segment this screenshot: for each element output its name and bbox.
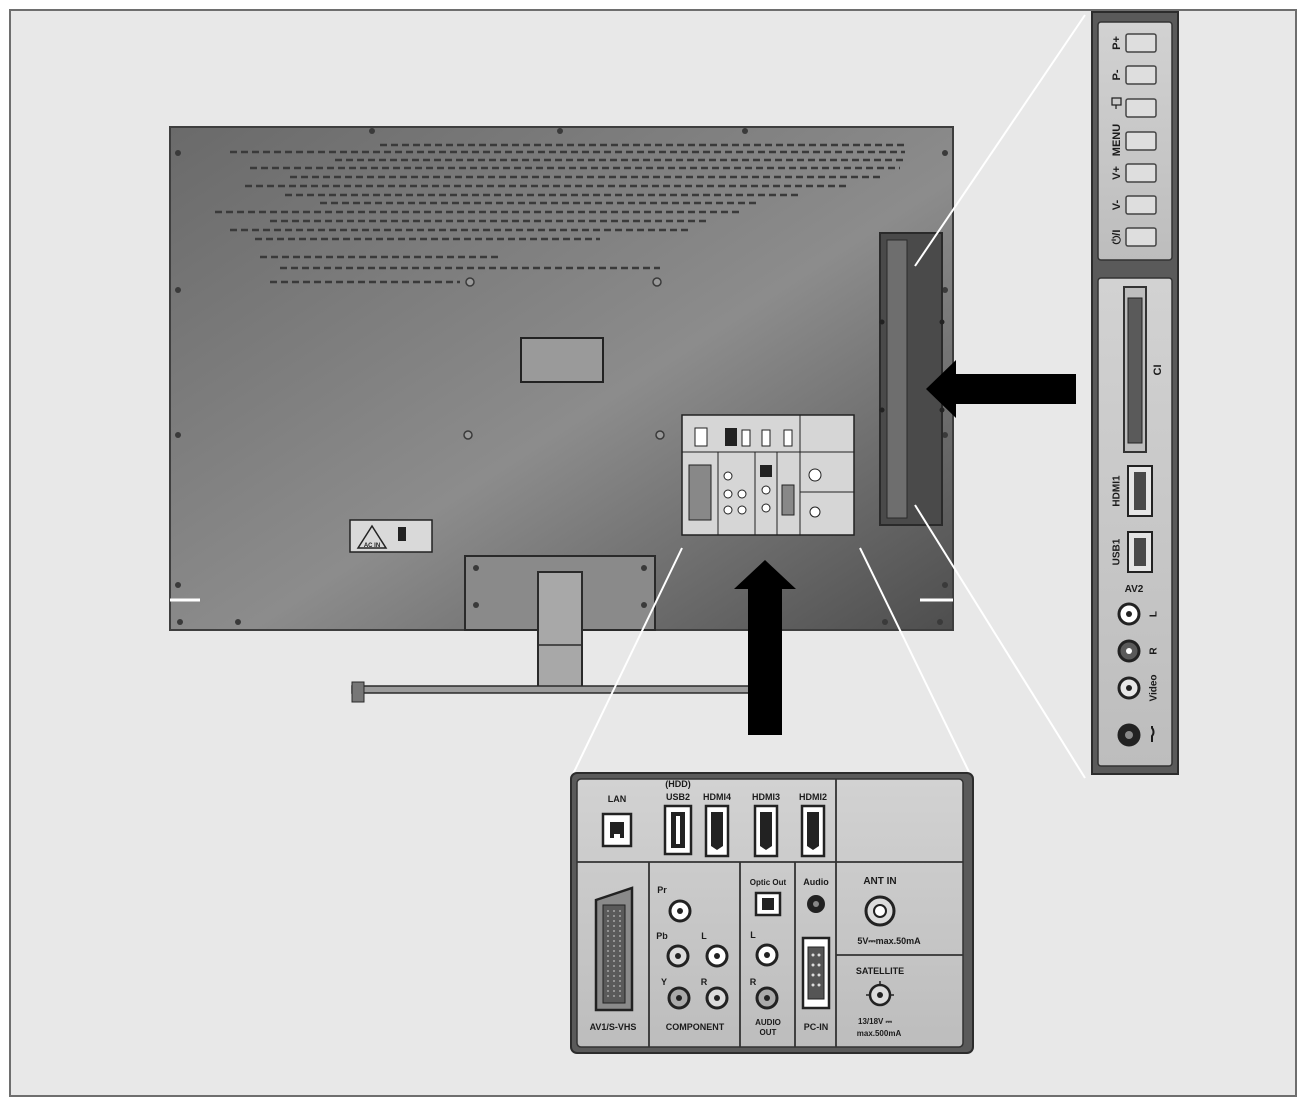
audio-out-label-line2: OUT — [760, 1028, 777, 1037]
component-jack-y-label: Y — [661, 977, 667, 987]
side-button-menu-label: MENU — [1111, 124, 1123, 156]
tv-back: AC IN — [169, 126, 954, 703]
component-jack-l-label: L — [701, 931, 707, 941]
audio-out-l[interactable] — [755, 943, 779, 967]
scart-port[interactable] — [594, 886, 634, 1012]
satellite-spec-line2: max.500mA — [857, 1029, 902, 1038]
ant-in-label: ANT IN — [863, 876, 896, 887]
audio-in-jack[interactable] — [807, 895, 825, 913]
component-audio-l[interactable] — [705, 944, 729, 968]
ant-in-port[interactable] — [864, 895, 896, 927]
hdmi3-label: HDMI3 — [752, 792, 780, 802]
audio-out-l-label: L — [750, 930, 756, 940]
hdmi3-port[interactable] — [753, 804, 779, 858]
optic-out-port[interactable] — [754, 891, 782, 917]
pc-in-label: PC-IN — [804, 1022, 829, 1032]
av2-jack-l[interactable]: L — [1117, 602, 1160, 626]
av2-jack-video[interactable]: Video — [1117, 674, 1160, 702]
component-jack-pr[interactable] — [668, 899, 692, 923]
component-jack-y[interactable] — [667, 986, 691, 1010]
usb2-port[interactable] — [663, 804, 693, 856]
lan-port[interactable] — [601, 812, 633, 848]
component-jack-r-label: R — [701, 977, 708, 987]
side-panel: P+ P- MENU V+ V- ⏻/I — [1091, 11, 1179, 775]
rear-panel: LAN (HDD) USB2 HDMI4 HDMI3 HDMI2 — [570, 772, 974, 1054]
audio-out-label-line1: AUDIO — [755, 1018, 781, 1027]
power-label: AC IN — [364, 543, 380, 549]
satellite-port[interactable] — [866, 981, 894, 1007]
source-icon — [1111, 97, 1122, 109]
optic-out-label: Optic Out — [750, 878, 787, 887]
tv-mount-holes — [463, 277, 665, 440]
av2-jack-video-label: Video — [1149, 674, 1160, 701]
tv-label-plate — [520, 337, 604, 383]
hdmi4-label: HDMI4 — [703, 792, 731, 802]
side-button-p-plus[interactable]: P+ — [1111, 33, 1157, 53]
component-jack-pr-label: Pr — [657, 885, 667, 895]
ci-label: CI — [1152, 365, 1164, 376]
side-button-menu[interactable]: MENU — [1111, 97, 1157, 156]
hdmi2-label: HDMI2 — [799, 792, 827, 802]
hdmi1-label: HDMI1 — [1112, 475, 1123, 507]
power-socket: AC IN — [349, 519, 433, 553]
scart-label: AV1/S-VHS — [590, 1022, 637, 1032]
zoom-lines — [572, 14, 1086, 779]
side-button-v-minus-label: V- — [1111, 199, 1123, 210]
side-button-power-label: ⏻/I — [1110, 230, 1123, 245]
av2-jack-r-label: R — [1149, 647, 1160, 655]
component-jack-pb-label: Pb — [656, 931, 668, 941]
lan-label: LAN — [608, 794, 627, 804]
component-audio-r[interactable] — [705, 986, 729, 1010]
av2-jack-l-label: L — [1149, 611, 1160, 617]
component-label: COMPONENT — [666, 1022, 725, 1032]
side-button-v-plus[interactable]: V+ — [1111, 163, 1157, 183]
tv-side-recess — [879, 232, 945, 526]
hdmi4-port[interactable] — [704, 804, 730, 858]
usb1-port[interactable]: USB1 — [1112, 531, 1153, 573]
arrow-to-rear-panel — [734, 560, 796, 735]
audio-out-r-label: R — [750, 977, 757, 987]
usb2-hdd-label: (HDD) — [665, 779, 691, 789]
headphone-icon — [1151, 726, 1155, 742]
side-button-p-minus-label: P- — [1111, 69, 1123, 80]
audio-in-label: Audio — [803, 877, 829, 887]
satellite-spec-line1: 13/18V ⎓ — [858, 1017, 893, 1026]
side-button-power[interactable]: ⏻/I — [1110, 227, 1157, 247]
tv-rear-connector-block — [681, 414, 855, 536]
tv-vents — [215, 143, 905, 284]
pc-in-port[interactable] — [801, 936, 831, 1010]
side-button-v-minus[interactable]: V- — [1111, 195, 1157, 215]
ant-in-spec: 5V⎓max.50mA — [857, 936, 921, 946]
usb1-label: USB1 — [1112, 538, 1123, 565]
tv-screws — [175, 128, 948, 625]
component-jack-pb[interactable] — [666, 944, 690, 968]
ci-slot[interactable]: CI — [1123, 286, 1164, 453]
side-button-p-plus-label: P+ — [1111, 36, 1123, 50]
hdmi2-port[interactable] — [800, 804, 826, 858]
av2-jack-r[interactable]: R — [1117, 639, 1160, 663]
headphone-jack[interactable] — [1117, 723, 1155, 747]
satellite-label: SATELLITE — [856, 966, 904, 976]
av2-label: AV2 — [1125, 584, 1144, 595]
hdmi1-port[interactable]: HDMI1 — [1112, 465, 1153, 517]
usb2-label: USB2 — [666, 792, 690, 802]
side-button-v-plus-label: V+ — [1111, 166, 1123, 180]
arrow-to-side-panel — [926, 360, 1076, 418]
tv-stand — [351, 555, 763, 703]
side-button-p-minus[interactable]: P- — [1111, 65, 1157, 85]
audio-out-r[interactable] — [755, 986, 779, 1010]
